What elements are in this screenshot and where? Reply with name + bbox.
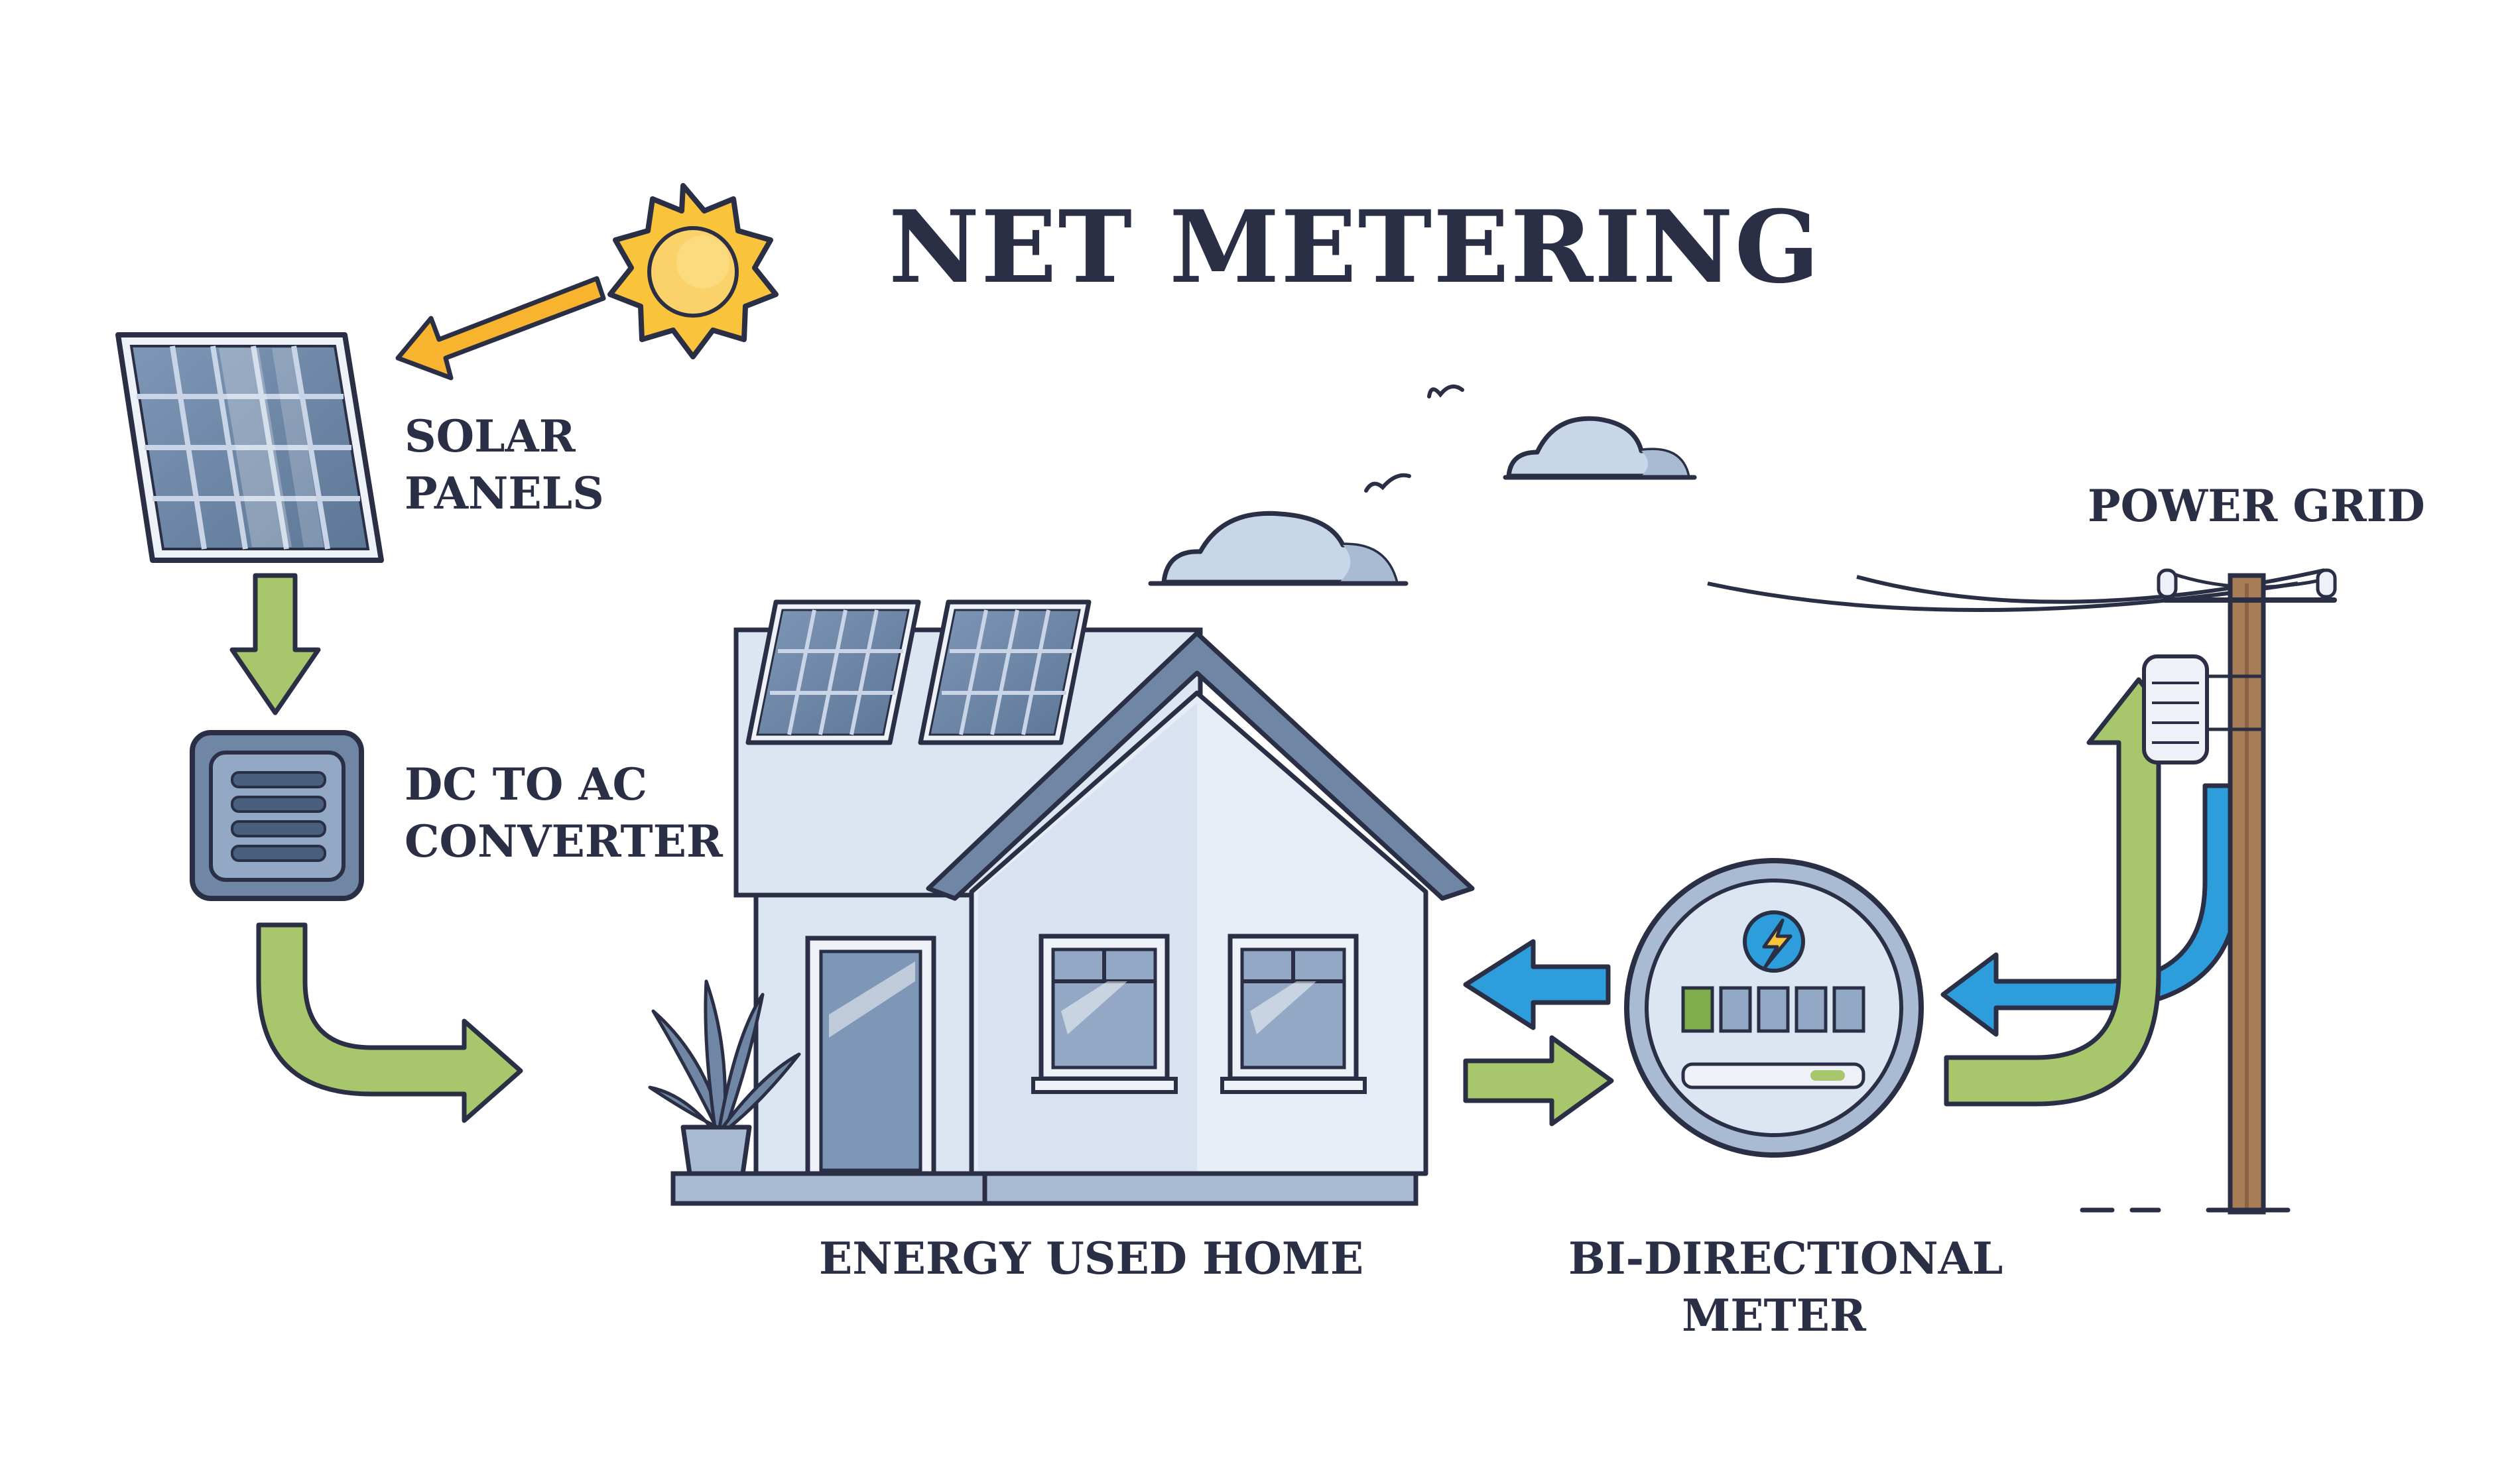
power-pole-icon [1707,568,2337,1215]
bi-directional-meter-icon [1624,858,1924,1158]
page-title: NET METERING [889,189,1821,306]
roof-solar-panel [918,599,1092,745]
converter-icon [190,730,364,901]
plant-icon [648,979,801,1176]
converter-to-home-arrow [256,922,523,1123]
window [1220,934,1367,1094]
birds-icon [1364,384,1464,493]
meter-label-line1: BI-DIRECTIONAL [1568,1233,2003,1284]
solar-panels-label: SOLAR PANELS [405,408,604,522]
solar-panels-label-line1: SOLAR [405,410,576,462]
panel-to-converter-arrow [229,573,321,715]
converter-label-line1: DC TO AC [405,759,648,810]
home-label: ENERGY USED HOME [819,1233,1364,1284]
meter-label-line2: METER [1682,1290,1866,1341]
cloud-icon [1503,416,1697,480]
sunlight-arrow [395,276,606,381]
solar-panels-label-line2: PANELS [405,467,604,519]
solar-panel-icon [115,332,384,563]
home-to-meter-arrow [1463,1035,1614,1127]
house-icon [670,599,1475,1206]
sun-icon [607,183,779,359]
converter-label: DC TO AC CONVERTER [405,756,723,870]
window [1031,934,1178,1094]
meter-to-home-arrow [1463,939,1611,1030]
grid-to-meter-arrow [1940,783,2241,1037]
cloud-icon [1148,511,1409,586]
meter-label: BI-DIRECTIONAL METER [1568,1230,2003,1344]
power-grid-label: POWER GRID [2088,480,2425,532]
converter-label-line2: CONVERTER [405,816,723,867]
roof-solar-panel [745,599,921,745]
